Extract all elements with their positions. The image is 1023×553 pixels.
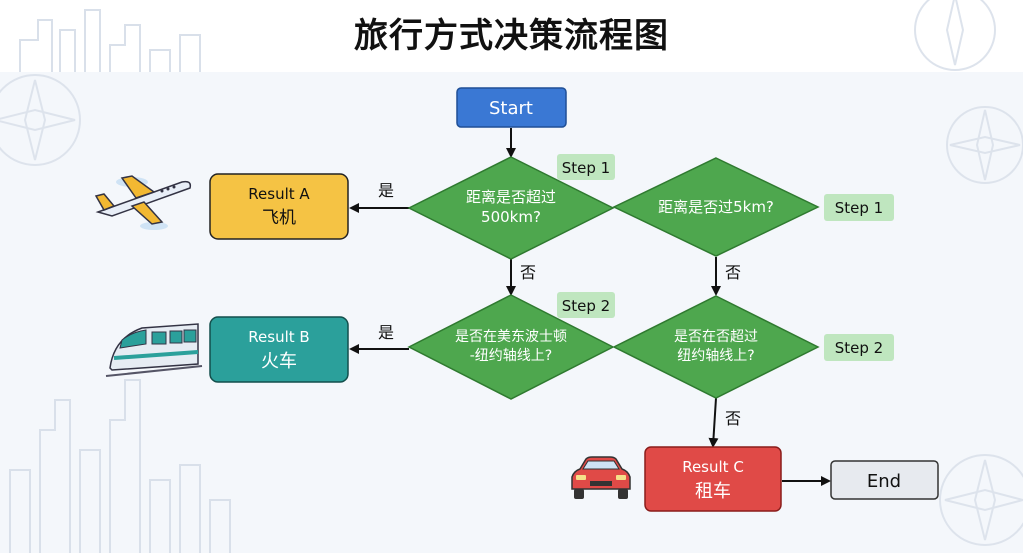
decision-label-line2: -纽约轴线上? [470, 348, 552, 364]
decision-distance-5km[interactable]: 距离是否过5km? [612, 157, 820, 257]
step-badge: Step 2 [557, 292, 615, 318]
decision-label-line1: 是否在美东波士顿 [455, 329, 567, 345]
end-node[interactable]: End [830, 460, 939, 500]
city-skyline-bottom [9, 379, 231, 553]
result-b-label: Result B [248, 328, 309, 346]
edge-label-no-2: 否 [725, 263, 741, 282]
decision-shape [612, 295, 820, 399]
decision-shape [407, 156, 615, 260]
decision-shape [612, 157, 820, 257]
start-node-shape [456, 87, 567, 128]
result-a-label: Result A [248, 185, 310, 203]
result-a-node[interactable]: Result A 飞机 [209, 173, 349, 240]
decision-label-line2: 纽约轴线上? [677, 348, 754, 364]
edge-label-yes-b: 是 [378, 323, 394, 342]
result-b-mode: 火车 [261, 351, 297, 372]
step-badge-label: Step 2 [835, 339, 883, 357]
decision-label: 距离是否过5km? [658, 198, 774, 216]
edge-label-yes-a: 是 [378, 181, 394, 200]
decision-ny-axis[interactable]: 是否在否超过 纽约轴线上? [612, 295, 820, 399]
car-icon [571, 456, 631, 499]
decision-distance-500km[interactable]: 距离是否超过 500km? [407, 156, 615, 260]
decision-label-line2: 500km? [481, 208, 541, 226]
end-node-label: End [867, 471, 901, 492]
end-node-shape [830, 460, 939, 500]
edge-label-no-3: 否 [725, 409, 741, 428]
edge-label-no-1: 否 [520, 263, 536, 282]
result-b-shape [209, 316, 349, 383]
result-c-mode: 租车 [695, 481, 731, 502]
start-node-label: Start [489, 98, 533, 119]
step-badge: Step 1 [824, 194, 894, 221]
decision-label-line1: 距离是否超过 [466, 188, 556, 206]
compass-icon [946, 106, 1023, 184]
result-a-mode: 飞机 [262, 208, 296, 228]
step-badge-label: Step 1 [835, 199, 883, 217]
decision-shape [407, 294, 615, 400]
page-title: 旅行方式决策流程图 [354, 16, 669, 56]
compass-icon [939, 454, 1023, 546]
result-c-label: Result C [682, 458, 744, 476]
step-badge: Step 1 [557, 154, 615, 180]
compass-icon [914, 0, 996, 71]
step-badge: Step 2 [824, 334, 894, 361]
result-c-shape [644, 446, 782, 512]
step-badge-label: Step 2 [562, 297, 610, 315]
result-c-node[interactable]: Result C 租车 [644, 446, 782, 512]
decision-label-line1: 是否在否超过 [674, 329, 758, 345]
decision-boston-ny-axis[interactable]: 是否在美东波士顿 -纽约轴线上? [407, 294, 615, 400]
result-a-shape [209, 173, 349, 240]
edge-q4-result-c [708, 397, 719, 448]
step-badge-label: Step 1 [562, 159, 610, 177]
compass-icon [0, 74, 81, 166]
start-node[interactable]: Start [456, 87, 567, 128]
result-b-node[interactable]: Result B 火车 [209, 316, 349, 383]
train-icon [105, 323, 203, 377]
edges [349, 128, 831, 486]
city-skyline-top [19, 9, 201, 72]
airplane-icon [94, 175, 192, 230]
